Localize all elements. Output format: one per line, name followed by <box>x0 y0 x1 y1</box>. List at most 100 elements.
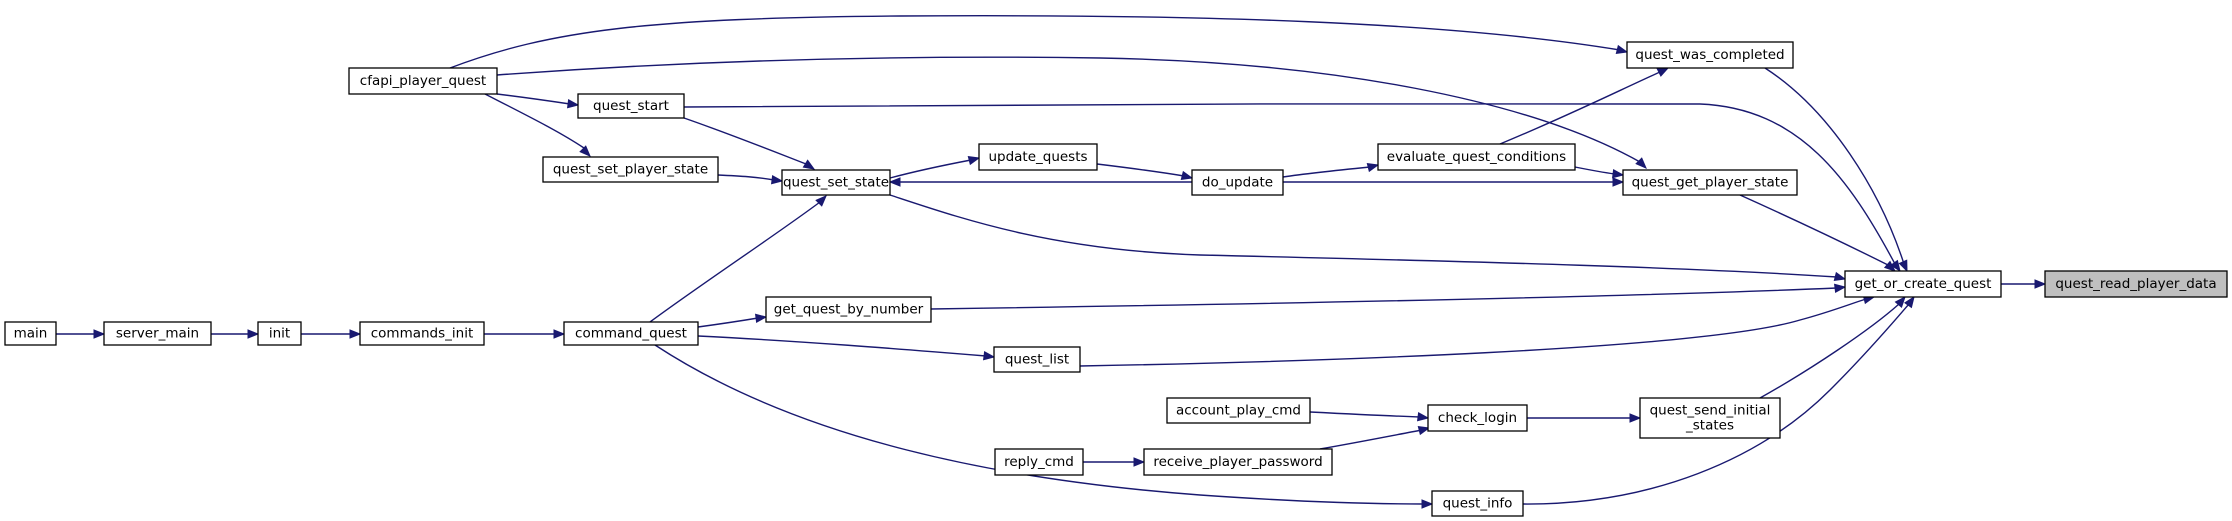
edge-line <box>1319 429 1423 450</box>
node-box[interactable] <box>1622 169 1798 196</box>
node-box[interactable] <box>359 321 485 346</box>
edge-line <box>449 15 1621 69</box>
edge-line <box>683 102 1896 265</box>
node-quest-set-player-state[interactable]: quest_set_player_state <box>542 156 719 183</box>
arrow-head <box>1656 67 1670 77</box>
node-box[interactable] <box>542 156 719 183</box>
arrow-head <box>1629 413 1642 423</box>
edge-line <box>1499 71 1661 145</box>
arrow-head <box>982 350 996 361</box>
node-cfapi-player-quest[interactable]: cfapi_player_quest <box>348 67 498 95</box>
node-quest-list[interactable]: quest_list <box>993 346 1081 373</box>
node-evaluate-quest-conditions[interactable]: evaluate_quest_conditions <box>1377 143 1576 171</box>
edge-line <box>484 93 585 149</box>
node-get-quest-by-number[interactable]: get_quest_by_number <box>765 296 932 323</box>
node-box[interactable] <box>257 321 302 346</box>
node-main[interactable]: main <box>4 321 57 346</box>
arrow-head <box>1417 425 1431 436</box>
node-box[interactable] <box>1639 397 1781 439</box>
edge-get_quest_by_number-to-get_or_create_quest <box>930 283 1847 310</box>
node-box[interactable] <box>103 321 212 346</box>
edge-command_quest-to-quest_info <box>654 344 1434 509</box>
edge-cfapi_player_quest-to-quest_set_player_state <box>484 93 591 157</box>
arrow-head <box>93 329 106 339</box>
node-quest-start[interactable]: quest_start <box>577 93 685 119</box>
edge-line <box>1739 194 1889 266</box>
node-label: init <box>269 326 290 342</box>
node-box[interactable] <box>781 169 891 196</box>
node-box[interactable] <box>1166 397 1311 424</box>
node-server-main[interactable]: server_main <box>103 321 212 346</box>
arrow-head <box>1133 457 1146 467</box>
arrow-head <box>770 174 784 185</box>
node-update-quests[interactable]: update_quests <box>978 143 1098 171</box>
edge-quest_start-to-quest_set_state <box>683 117 816 170</box>
node-quest-send-initial-states[interactable]: quest_send_initial_states <box>1639 397 1781 439</box>
node-box[interactable] <box>978 143 1098 171</box>
node-quest-was-completed[interactable]: quest_was_completed <box>1626 41 1794 69</box>
edge-line <box>496 93 571 105</box>
node-label: cfapi_player_quest <box>360 73 486 89</box>
node-box[interactable] <box>1431 490 1524 517</box>
node-box[interactable] <box>1143 448 1333 476</box>
edge-quest_get_player_state-to-get_or_create_quest <box>1739 194 1897 272</box>
arrow-head <box>349 329 362 339</box>
edge-line <box>1522 303 1910 505</box>
node-box[interactable] <box>1377 143 1576 171</box>
edge-do_update-to-quest_get_player_state <box>1283 177 1625 187</box>
node-check-login[interactable]: check_login <box>1427 404 1528 432</box>
node-get-or-create-quest[interactable]: get_or_create_quest <box>1844 270 2002 298</box>
arrow-head <box>802 159 816 170</box>
edge-line <box>1096 163 1185 177</box>
edge-command_quest-to-quest_list <box>697 335 996 361</box>
node-box[interactable] <box>1427 404 1528 432</box>
edge-init-to-commands_init <box>301 329 362 339</box>
node-box[interactable] <box>993 346 1081 373</box>
arrow-head <box>1635 157 1647 169</box>
edge-line <box>649 201 821 323</box>
node-box[interactable] <box>1844 270 2002 298</box>
edge-line <box>1574 166 1616 175</box>
node-quest-info[interactable]: quest_info <box>1431 490 1524 517</box>
arrow-head <box>815 195 827 207</box>
edge-reply_cmd-to-receive_player_password <box>1083 457 1146 467</box>
node-box[interactable] <box>563 321 699 346</box>
edge-line <box>697 317 759 328</box>
node-box[interactable] <box>1191 169 1284 196</box>
node-box[interactable] <box>577 93 685 119</box>
node-commands-init[interactable]: commands_init <box>359 321 485 346</box>
node-init[interactable]: init <box>257 321 302 346</box>
node-box[interactable] <box>1626 41 1794 69</box>
edge-quest_list-to-get_or_create_quest <box>1079 294 1876 367</box>
node-box[interactable] <box>994 448 1084 476</box>
node-quest-set-state[interactable]: quest_set_state <box>781 169 891 196</box>
node-box[interactable] <box>2044 270 2228 298</box>
node-account-play-cmd[interactable]: account_play_cmd <box>1166 397 1311 424</box>
arrow-head <box>1883 260 1897 272</box>
arrow-head <box>566 98 580 109</box>
node-box[interactable] <box>348 67 498 95</box>
edge-commands_init-to-command_quest <box>484 329 566 339</box>
node-box[interactable] <box>765 296 932 323</box>
arrow-head <box>888 177 901 187</box>
node-quest-get-player-state[interactable]: quest_get_player_state <box>1622 169 1798 196</box>
edge-main-to-server_main <box>56 329 106 339</box>
edge-quest_start-to-get_or_create_quest <box>683 102 1901 273</box>
edge-line <box>889 159 972 179</box>
arrow-head <box>1180 170 1194 181</box>
arrow-head <box>1833 283 1847 294</box>
edge-quest_set_state-to-update_quests <box>889 155 981 179</box>
node-reply-cmd[interactable]: reply_cmd <box>994 448 1084 476</box>
node-receive-player-password[interactable]: receive_player_password <box>1143 448 1333 476</box>
edge-do_update-to-quest_set_state <box>888 177 1192 187</box>
node-box[interactable] <box>4 321 57 346</box>
edge-cfapi_player_quest-to-quest_start <box>496 93 580 109</box>
node-label: quest_list <box>1005 352 1069 368</box>
edge-check_login-to-quest_send_initial_states <box>1527 413 1642 423</box>
node-do-update[interactable]: do_update <box>1191 169 1284 196</box>
edge-line <box>1309 411 1421 418</box>
node-quest-read-player-data[interactable]: quest_read_player_data <box>2044 270 2228 298</box>
node-command-quest[interactable]: command_quest <box>563 321 699 346</box>
arrow-head <box>1611 168 1625 179</box>
node-label: check_login <box>1438 410 1517 426</box>
